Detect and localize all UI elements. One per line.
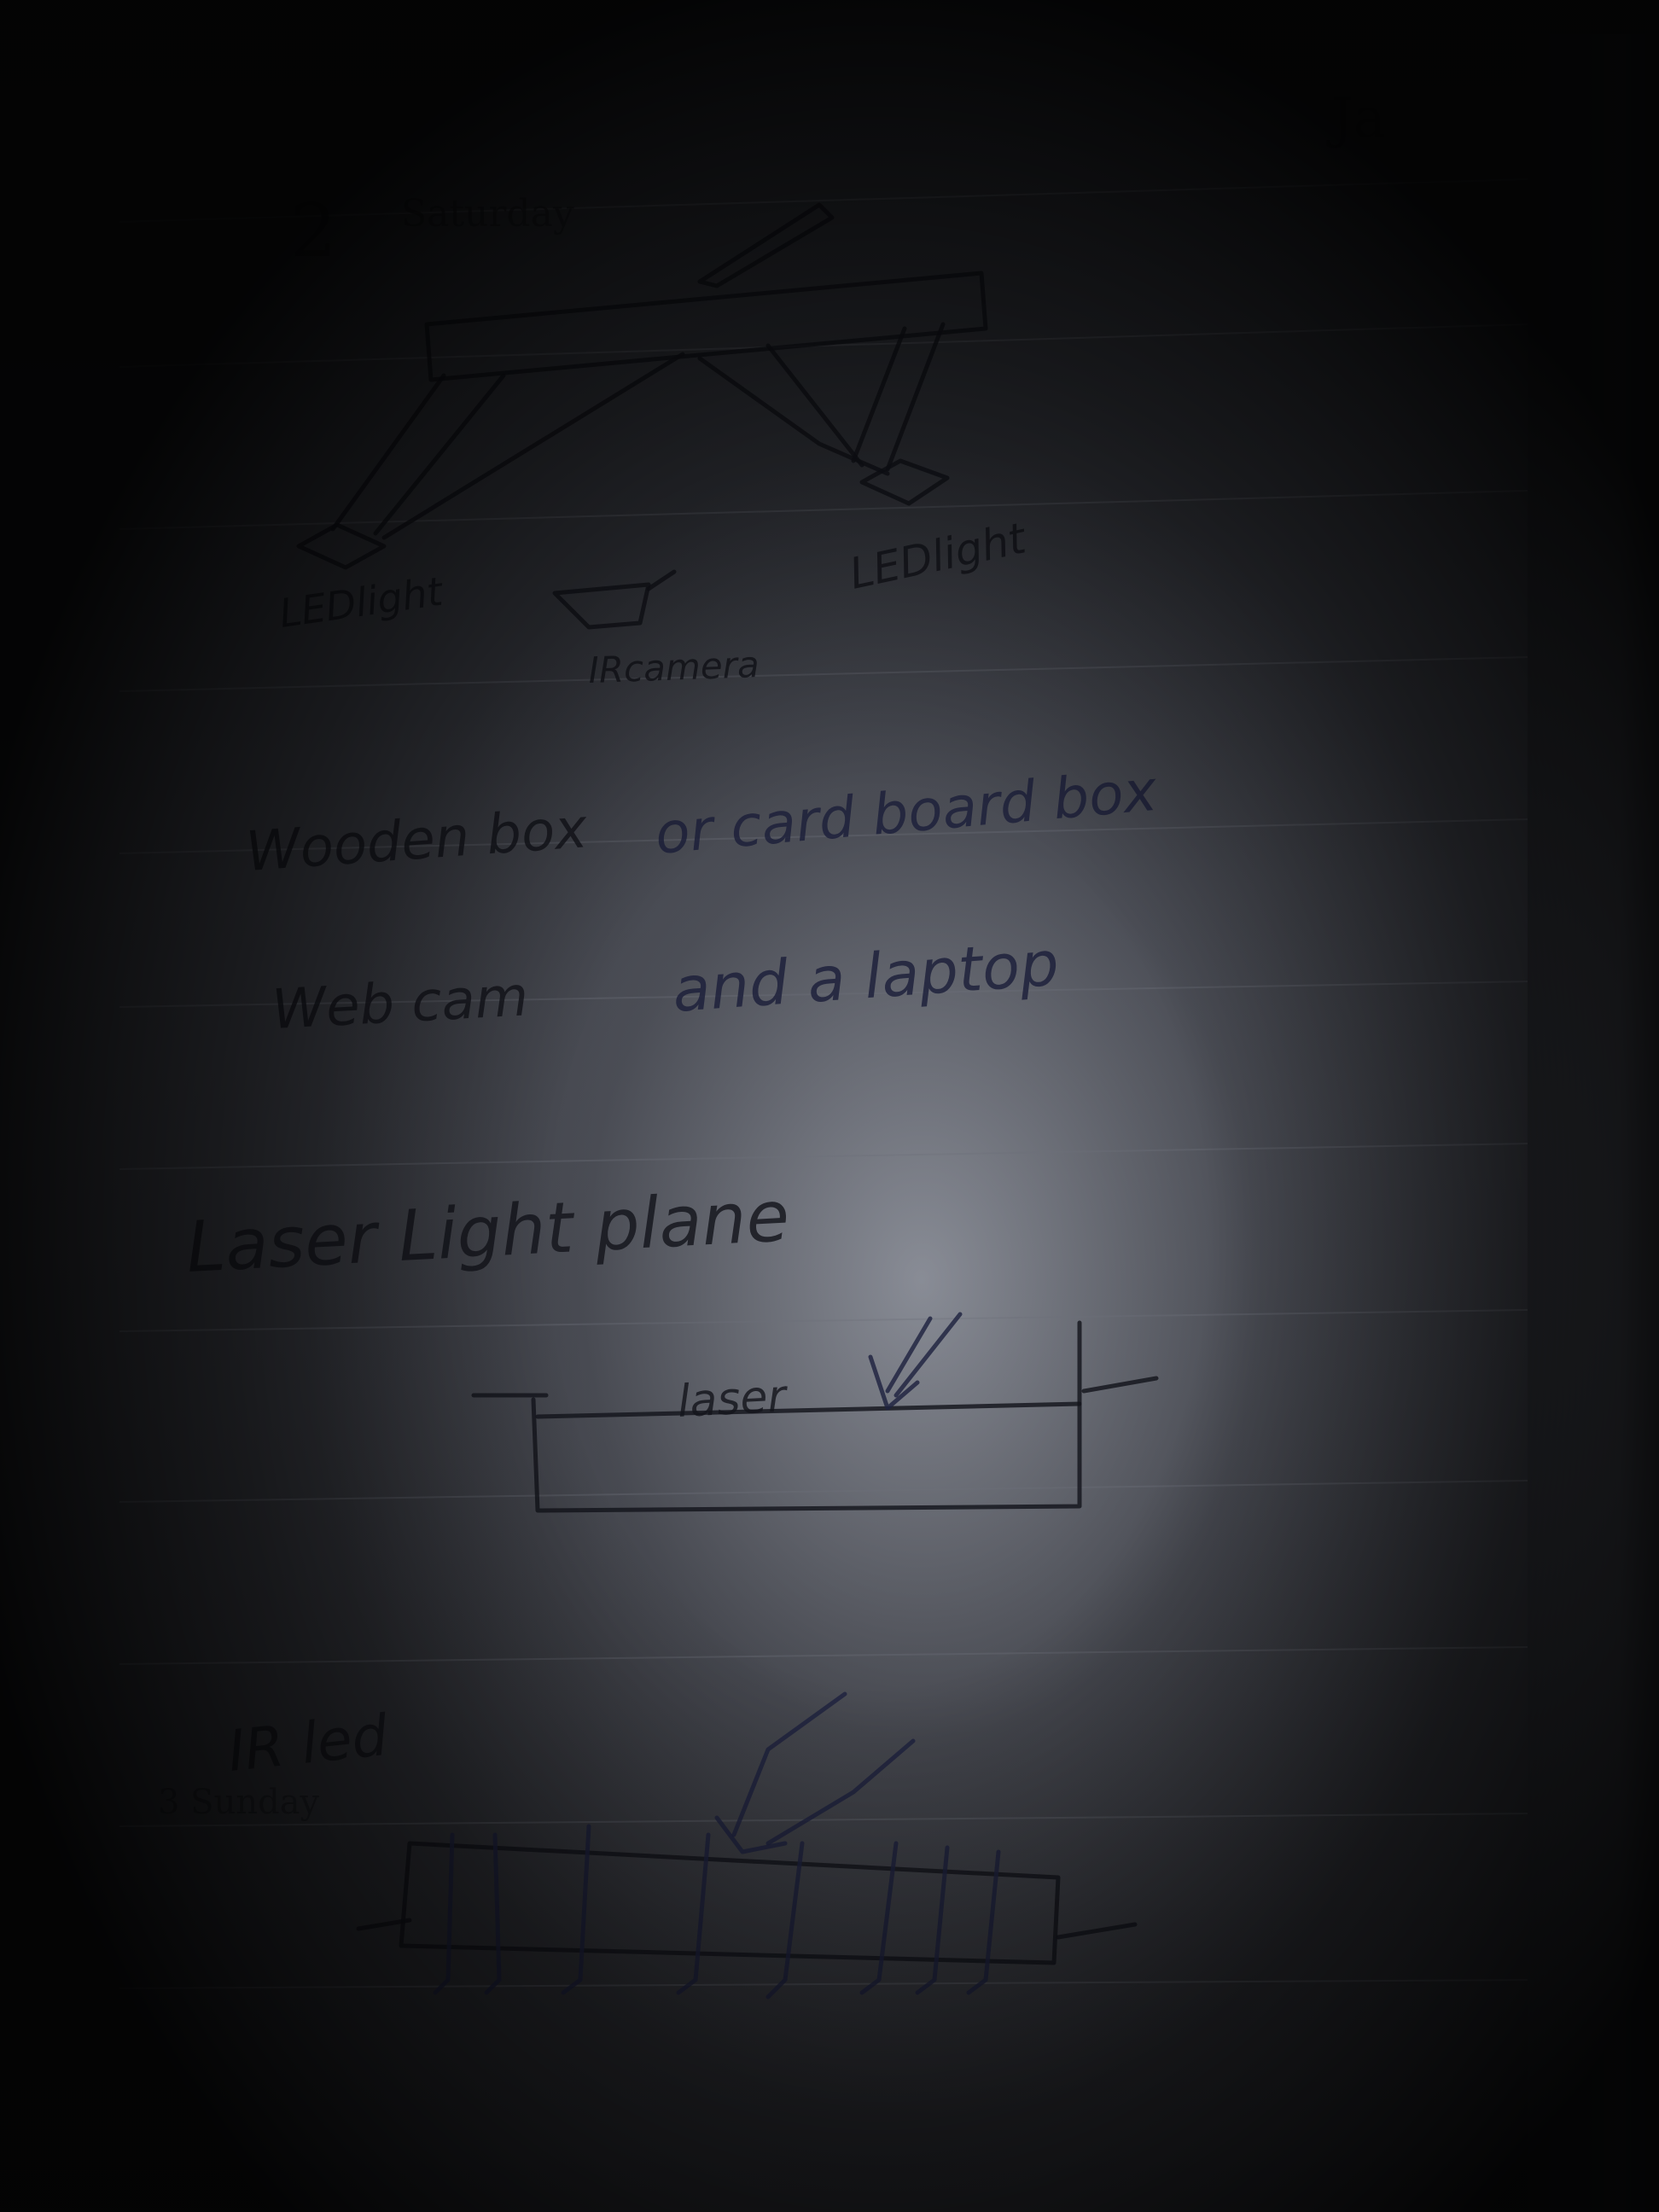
note-ir-led: IR led — [225, 1703, 392, 1784]
page-date-top: 2 — [290, 189, 337, 274]
note-cardboard-box: or card board box — [653, 758, 1161, 867]
ir-led-leads — [433, 1824, 1001, 2000]
label-led-left: LEDlight — [276, 568, 447, 636]
page-day-top: Saturday — [401, 192, 574, 236]
label-laser: laser — [677, 1371, 790, 1428]
note-wooden-box: Wooden box — [244, 797, 590, 884]
note-web-cam: Web cam — [271, 965, 530, 1042]
page-header-text: Ja — [1326, 87, 1386, 150]
note-laser-light-plane: Laser Light plane — [184, 1176, 791, 1289]
note-laptop: and a laptop — [670, 928, 1061, 1026]
label-led-right: LEDlight — [845, 513, 1032, 599]
page-date-bottom: 3 Sunday — [158, 1783, 320, 1822]
label-ir-camera: IRcamera — [588, 643, 760, 691]
laser-plane-sketch — [471, 1312, 1159, 1513]
ir-led-array-sketch — [356, 1691, 1138, 2000]
